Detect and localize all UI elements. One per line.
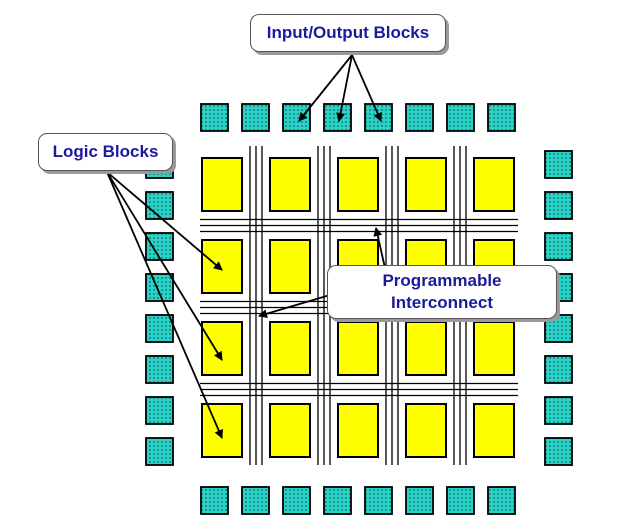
- logic-block: [201, 157, 243, 212]
- callout-arrow: [351, 54, 382, 122]
- io-block-top: [446, 103, 475, 132]
- callout-arrow: [106, 171, 223, 361]
- callout-arrow: [106, 171, 223, 271]
- callout-arrow: [258, 294, 331, 319]
- io-block-left: [145, 437, 174, 466]
- io-block-right: [544, 355, 573, 384]
- io-block-top: [405, 103, 434, 132]
- io-block-left: [145, 396, 174, 425]
- logic-block: [269, 321, 311, 376]
- logic-block: [269, 157, 311, 212]
- io-block-right: [544, 191, 573, 220]
- logic-block: [405, 157, 447, 212]
- callout-arrows: [106, 54, 386, 439]
- io-block-bottom: [487, 486, 516, 515]
- io-block-top: [200, 103, 229, 132]
- logic-blocks-callout: Logic Blocks: [38, 133, 173, 171]
- io-block-top: [241, 103, 270, 132]
- io-blocks-callout: Input/Output Blocks: [250, 14, 446, 52]
- logic-block: [473, 321, 515, 376]
- io-block-bottom: [364, 486, 393, 515]
- logic-block: [337, 157, 379, 212]
- io-block-left: [145, 232, 174, 261]
- logic-block: [201, 321, 243, 376]
- logic-block: [337, 321, 379, 376]
- logic-block: [269, 239, 311, 294]
- callout-arrow: [336, 54, 353, 122]
- io-block-top: [487, 103, 516, 132]
- callout-arrow: [106, 171, 223, 439]
- interconnect-callout: Programmable Interconnect: [327, 265, 557, 319]
- io-block-left: [145, 314, 174, 343]
- callout-arrow: [298, 54, 353, 122]
- logic-block: [337, 403, 379, 458]
- io-block-bottom: [446, 486, 475, 515]
- callout-arrow: [373, 227, 386, 269]
- io-block-bottom: [323, 486, 352, 515]
- logic-block: [201, 403, 243, 458]
- io-block-left: [145, 273, 174, 302]
- io-block-left: [145, 355, 174, 384]
- logic-blocks-label: Logic Blocks: [52, 141, 159, 161]
- io-block-right: [544, 232, 573, 261]
- logic-block: [473, 403, 515, 458]
- io-block-top: [323, 103, 352, 132]
- logic-block: [269, 403, 311, 458]
- io-block-left: [145, 191, 174, 220]
- logic-block: [201, 239, 243, 294]
- io-blocks-label: Input/Output Blocks: [266, 22, 430, 42]
- io-block-top: [282, 103, 311, 132]
- interconnect-label-line2: Interconnect: [390, 293, 494, 312]
- io-block-bottom: [405, 486, 434, 515]
- io-block-right: [544, 314, 573, 343]
- logic-block: [405, 403, 447, 458]
- logic-block: [405, 321, 447, 376]
- io-block-right: [544, 150, 573, 179]
- io-block-bottom: [282, 486, 311, 515]
- io-block-right: [544, 437, 573, 466]
- logic-block: [473, 157, 515, 212]
- io-block-right: [544, 396, 573, 425]
- io-block-bottom: [241, 486, 270, 515]
- interconnect-label-line1: Programmable: [382, 270, 502, 290]
- io-block-bottom: [200, 486, 229, 515]
